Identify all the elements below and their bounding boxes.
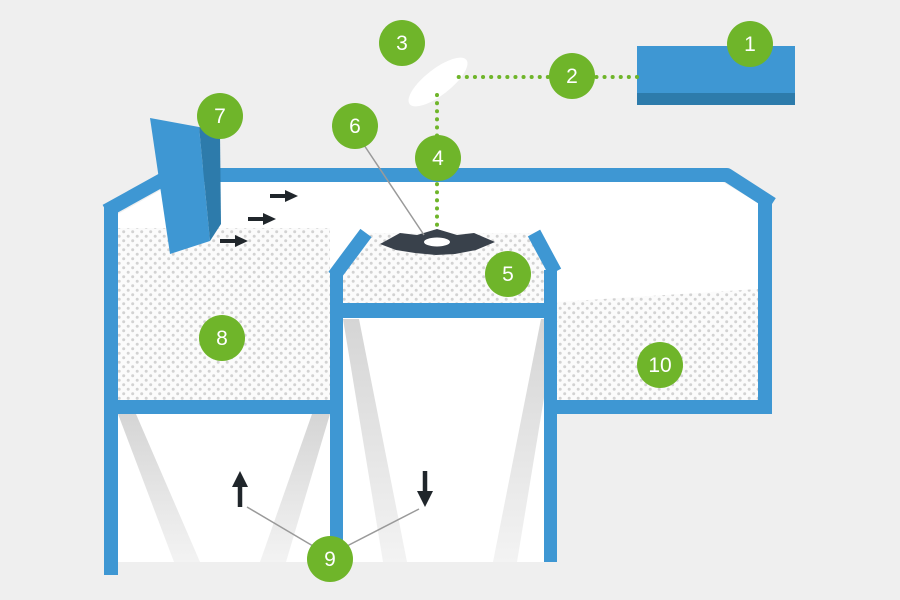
label-10-text: 10 <box>648 353 672 377</box>
piston-plate-left <box>118 400 330 414</box>
piston-up-arrow-icon <box>232 471 248 507</box>
label-4-text: 4 <box>432 146 444 170</box>
label-1-text: 1 <box>744 32 756 56</box>
label-2: 2 <box>549 53 595 99</box>
laser-source-base <box>637 93 795 105</box>
powder-bed-left <box>118 228 330 400</box>
platform-rim-left <box>328 228 372 281</box>
shaft-center-wall-a <box>343 319 407 562</box>
label-7: 7 <box>197 93 243 139</box>
laser-source-body <box>637 46 795 93</box>
feed-piston-shaft-left <box>118 414 330 562</box>
pointer-line-9b <box>346 508 420 547</box>
label-5: 5 <box>485 251 531 297</box>
label-2-text: 2 <box>566 64 578 88</box>
build-platform <box>328 228 562 562</box>
frame-wall-left <box>104 204 118 575</box>
label-5-text: 5 <box>502 262 514 286</box>
piston-down-arrow-icon <box>417 471 433 507</box>
label-3-text: 3 <box>396 31 408 55</box>
label-10: 10 <box>637 342 683 388</box>
recoater-direction-arrows-icon <box>220 190 298 247</box>
label-3: 3 <box>379 20 425 66</box>
piston-plate-right <box>557 400 758 414</box>
pointer-line-9a <box>246 506 314 547</box>
label-8-text: 8 <box>216 326 228 350</box>
label-6-text: 6 <box>349 114 361 138</box>
platform-band <box>330 303 557 318</box>
label-9: 9 <box>307 536 353 582</box>
platform-wall-right <box>544 270 557 562</box>
label-1: 1 <box>727 21 773 67</box>
shaft-center-wall-b <box>493 319 557 562</box>
label-7-text: 7 <box>214 104 226 128</box>
recoater-front-face <box>150 118 210 254</box>
pointer-lines <box>246 141 425 547</box>
frame-wall-right <box>758 197 772 414</box>
label-6: 6 <box>332 103 378 149</box>
platform-wall-left <box>330 270 343 562</box>
laser-source <box>637 46 795 105</box>
shaft-left-wall-a <box>118 414 200 562</box>
label-9-text: 9 <box>324 547 336 571</box>
part-center-hole <box>424 237 450 247</box>
recoater-side-face <box>199 127 221 241</box>
laser-beam <box>435 75 639 233</box>
label-8: 8 <box>199 315 245 361</box>
platform-rim-right <box>527 229 562 276</box>
scanner-mirror <box>408 57 468 107</box>
label-4: 4 <box>415 135 461 181</box>
pointer-line-6 <box>361 141 425 236</box>
recoater-blade <box>150 118 221 254</box>
printed-part <box>380 229 495 255</box>
